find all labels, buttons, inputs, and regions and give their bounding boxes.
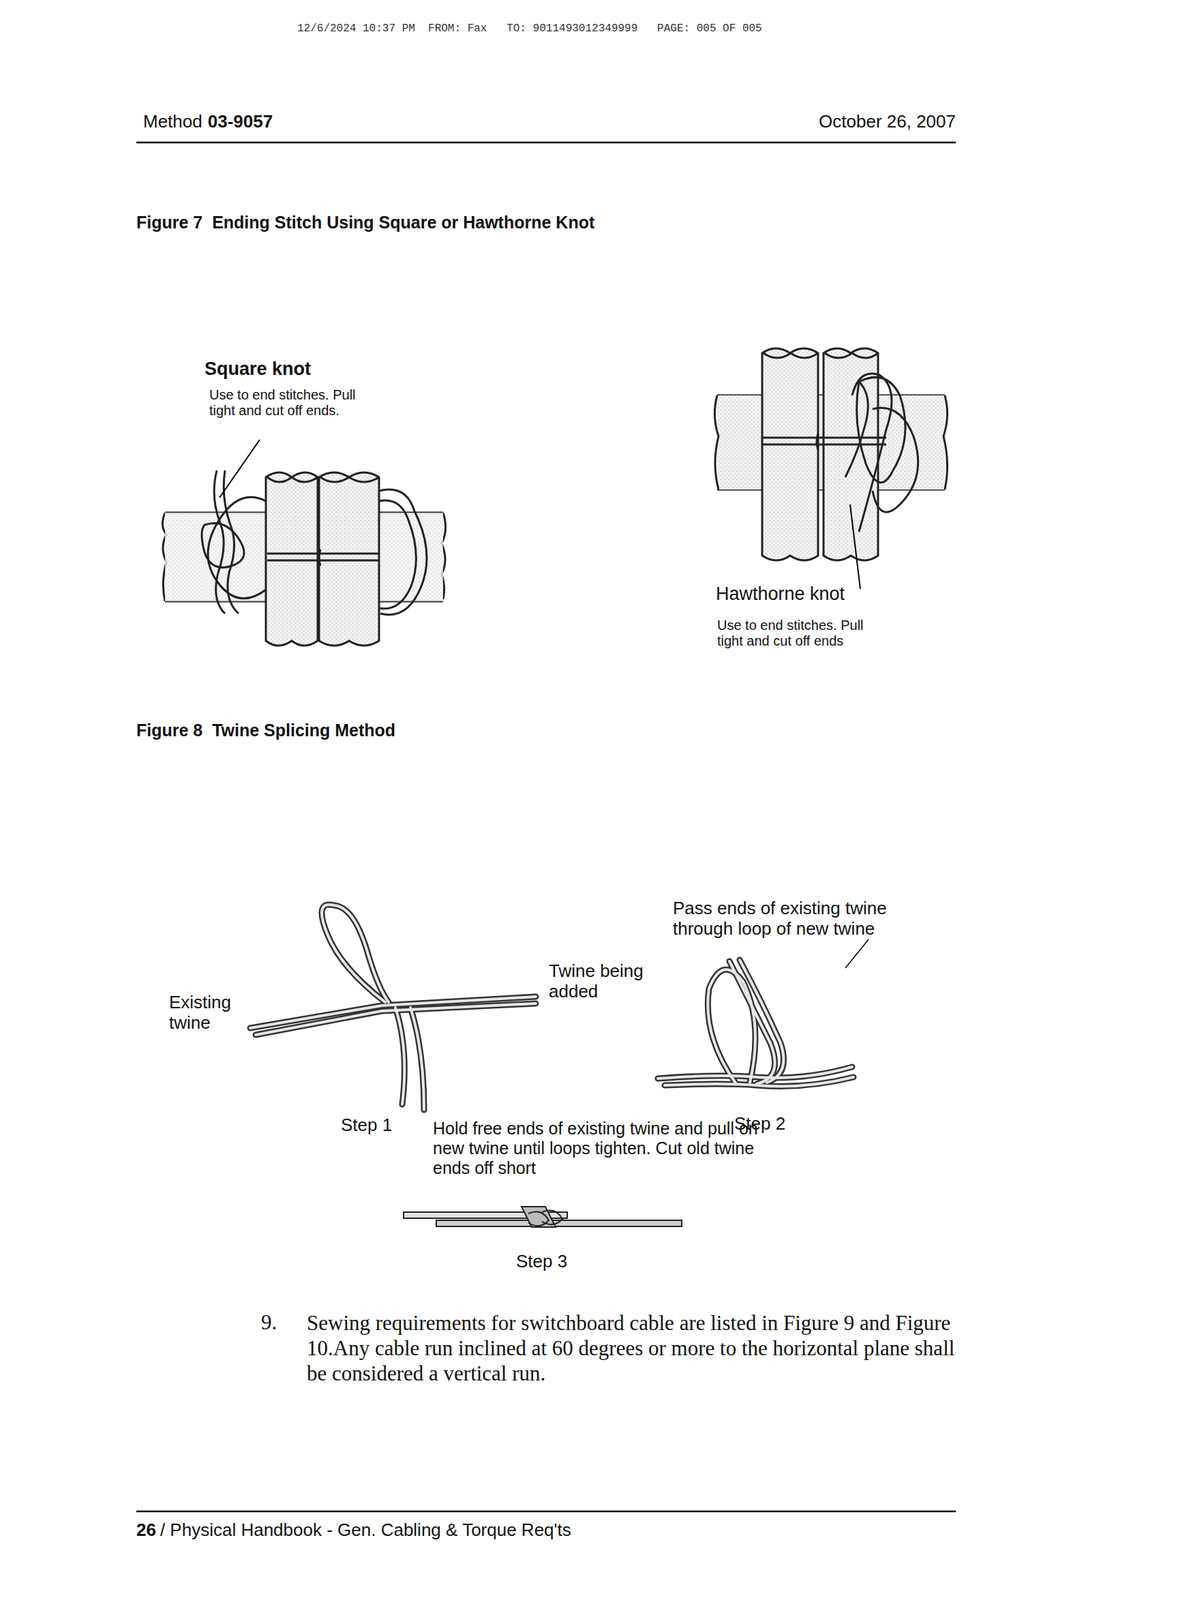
step-label: Step 3 [516,1251,568,1273]
figure-label: Hawthorne knot [715,583,845,605]
step-label: Step 1 [340,1115,392,1136]
paragraph-text: Sewing requirements for switchboard cabl… [306,1310,958,1387]
figure-label: Square knot [204,358,311,380]
leader-line [850,504,861,589]
note-text: Use to end stitches. Pull tight and cut … [209,387,367,419]
method-number: 03-9057 [207,111,273,133]
date: October 26, 2007 [818,111,956,133]
note-text: Hold free ends of existing twine and pul… [432,1118,761,1178]
footer-text: / Physical Handbook - Gen. Cabling & Tor… [160,1520,572,1541]
part-label: Twine being added [548,961,662,1003]
step-label: Step 2 [734,1113,786,1135]
splice-step-2 [657,959,854,1087]
part-label: Existing twine [169,992,258,1034]
method-label: Method [143,111,203,133]
splice-step-3 [403,1206,682,1228]
leader-line [845,939,869,969]
page-number: 26 [136,1520,157,1541]
footer-rule [136,1510,956,1513]
note-text: Pass ends of existing twine through loop… [672,898,926,940]
item-number: 9. [261,1310,277,1335]
splice-step-1 [250,904,536,1110]
note-text: Use to end stitches. Pull tight and cut … [717,617,874,649]
figure-title: Figure 7 Ending Stitch Using Square or H… [136,212,595,233]
hawthorne-knot-illustration [714,348,947,561]
figure-title: Figure 8 Twine Splicing Method [136,720,396,741]
header-rule [136,141,956,144]
fax-header: 12/6/2024 10:37 PM FROM: Fax TO: 9011493… [297,22,763,35]
square-knot-illustration [162,470,446,646]
leader-line [219,439,260,498]
